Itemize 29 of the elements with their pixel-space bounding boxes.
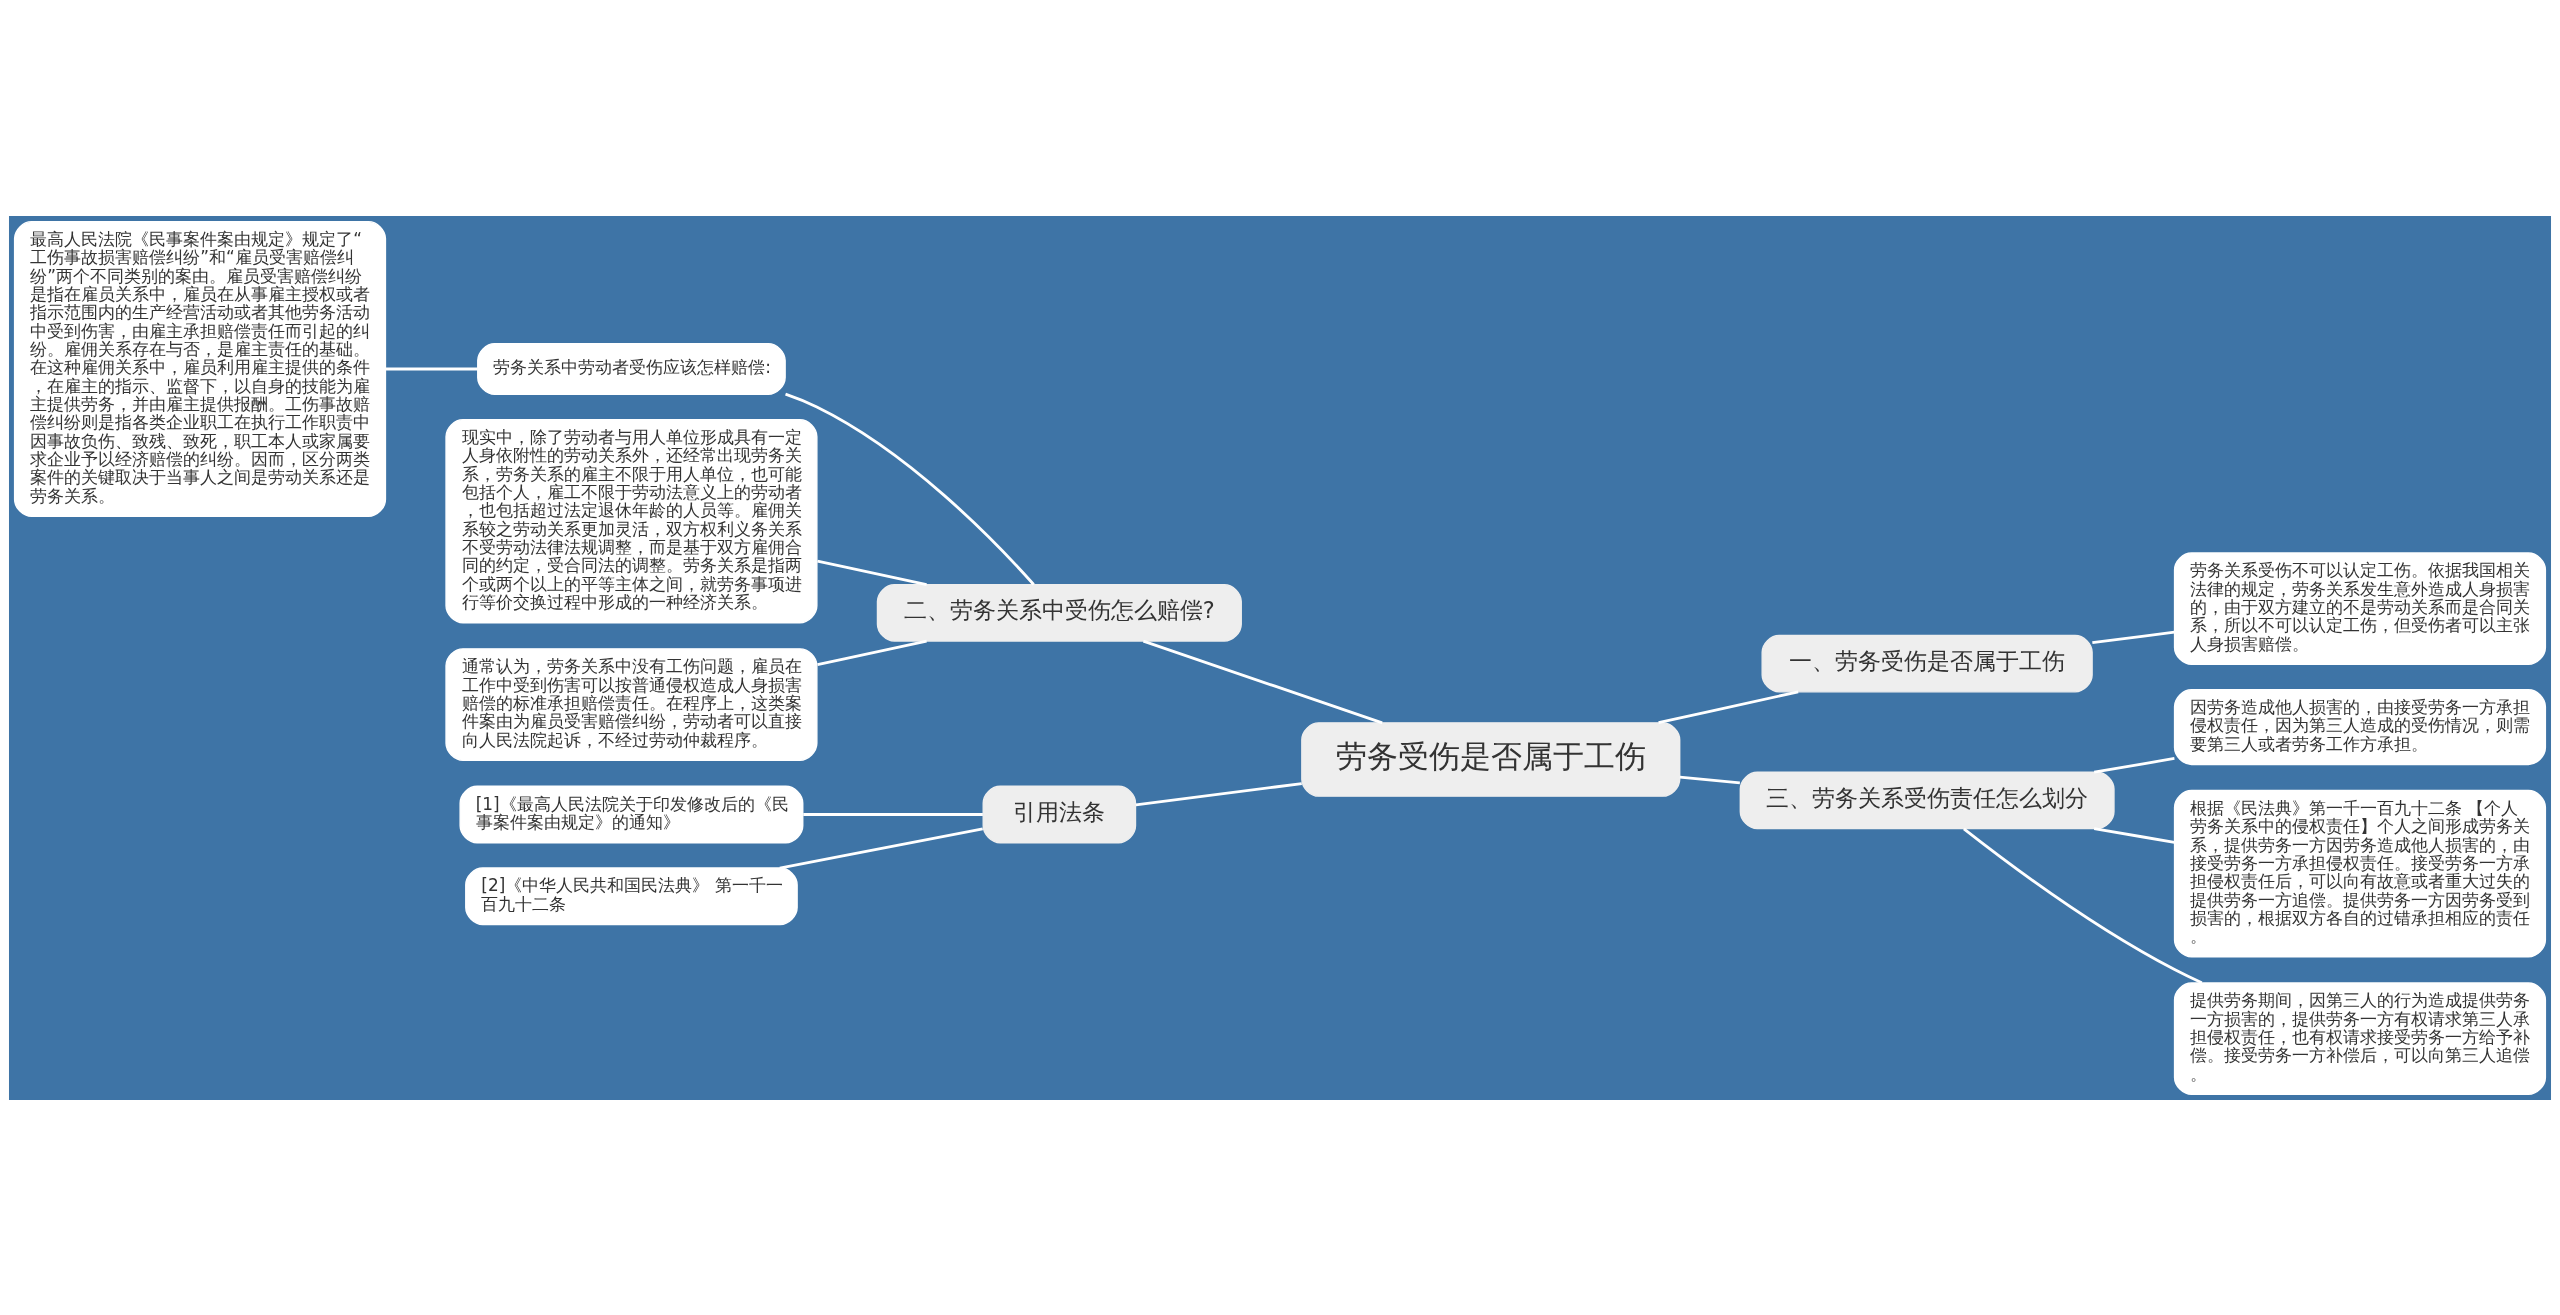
node-box: 劳务关系受伤不可以认定工伤。依据我国相关法律的规定，劳务关系发生意外造成人身损害的，由于双方建立的不是劳动关系而是合同关系，所以不可以认定工伤，但受伤者可以主张人身损害赔偿。 [2173,551,2547,665]
node-box: 根据《民法典》第一千一百九十二条 【个人劳务关系中的侵权责任】个人之间形成劳务关系，提供劳务一方因劳务造成他人损害的，由接受劳务一方承担侵权责任。接受劳务一方承担侵权责任后，可以向有故意或者重大过失的提供劳务一方追偿。提供劳务一方因劳务受到损害的，根据双方各自的过错承担相应的责任。 [2173,789,2547,958]
node-box: 二、劳务关系中受伤怎么赔偿? [876,583,1242,642]
node-box: 现实中，除了劳动者与用人单位形成具有一定人身依附性的劳动关系外，还经常出现劳务关系，劳务关系的雇主不限于用人单位，也可能包括个人，雇工不限于劳动法意义上的劳动者，也包括超过法定退休年龄的人员等。雇佣关系较之劳动关系更加灵活，双方权利义务关系不受劳动法律法规调整，而是基于双方雇佣合同的约定，受合同法的调整。劳务关系是指两个或两个以上的平等主体之间，就劳务事项进行等价交换过程中形成的一种经济关系。 [445,418,818,623]
connector [785,392,1035,585]
node-box: 最高人民法院《民事案件案由规定》规定了“工伤事故损害赔偿纠纷”和“雇员受害赔偿纠纷”两个不同类别的案由。雇员受害赔偿纠纷是指在雇员关系中，雇员在从事雇主授权或者指示范围内的生产经营活动或者其他劳务活动中受到伤害，由雇主承担赔偿责任而引起的纠纷。雇佣关系存在与否，是雇主责任的基础。在这种雇佣关系中，雇员利用雇主提供的条件，在雇主的指示、监督下，以自身的技能为雇主提供劳务，并由雇主提供报酬。工伤事故赔偿纠纷则是指各类企业职工在执行工作职责中因事故负伤、致残、致死，职工本人或家属要求企业予以经济赔偿的纠纷。因而，区分两类案件的关键取决于当事人之间是劳动关系还是劳务关系。 [13,220,387,517]
node-box: 劳务受伤是否属于工伤 [1301,721,1681,797]
node-box: 引用法条 [982,785,1137,843]
node-box: 提供劳务期间，因第三人的行为造成提供劳务一方损害的，提供劳务一方有权请求第三人承担侵权责任，也有权请求接受劳务一方给予补偿。接受劳务一方补偿后，可以向第三人追偿。 [2173,981,2547,1095]
connector [1142,639,1383,724]
connector [2093,826,2175,844]
node-box: [1]《最高人民法院关于印发修改后的《民事案件案由规定》的通知》 [459,785,804,843]
connector [803,812,983,816]
connector [779,827,983,869]
node-box: 一、劳务受伤是否属于工伤 [1761,634,2093,693]
connector [817,559,927,586]
connector [1135,781,1302,806]
connector [2092,630,2175,644]
connector [1658,689,1799,724]
node-box: 因劳务造成他人损害的，由接受劳务一方承担侵权责任，因为第三人造成的受伤情况，则需要第三人或者劳务工作方承担。 [2173,688,2547,765]
connector [2093,756,2175,774]
connector [385,367,478,370]
node-box: 通常认为，劳务关系中没有工伤问题，雇员在工作中受到伤害可以按普通侵权造成人身损害赔偿的标准承担赔偿责任。在程序上，这类案件案由为雇员受害赔偿纠纷，劳动者可以直接向人民法院起诉，不经过劳动仲裁程序。 [445,647,818,761]
node-box: [2]《中华人民共和国民法典》 第一千一百九十二条 [465,866,798,925]
node-box: 劳务关系中劳动者受伤应该怎样赔偿: [477,342,786,395]
connector [1963,827,2203,984]
node-box: 三、劳务关系受伤责任怎么划分 [1739,771,2115,829]
connector [1679,775,1740,784]
connector [817,639,927,666]
